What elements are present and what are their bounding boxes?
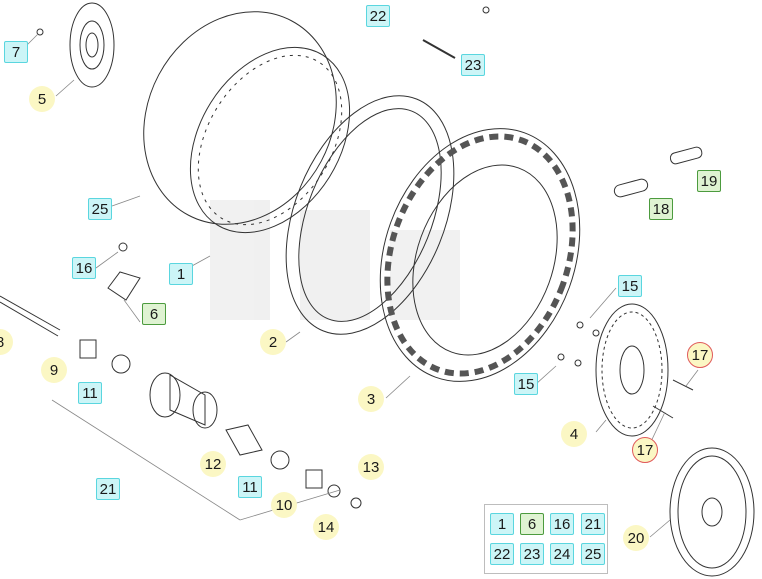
part-callout-2[interactable]: 2 [260,329,286,355]
kit-callout-22[interactable]: 22 [490,543,514,565]
nipple [482,6,490,14]
part-callout-17[interactable]: 17 [632,437,658,463]
part-callout-9[interactable]: 9 [41,357,67,383]
spoke [422,39,456,59]
bearing [270,450,290,470]
kit-callout-24[interactable]: 24 [550,543,574,565]
part-callout-7[interactable]: 7 [4,41,28,63]
part-callout-15[interactable]: 15 [618,275,642,297]
watermark [210,200,460,320]
bearing [111,354,131,374]
chain-link [613,146,703,198]
spacer [305,469,323,489]
part-callout-12[interactable]: 12 [200,451,226,477]
complete-wheel [669,447,755,577]
nut [350,497,362,509]
part-callout-15[interactable]: 15 [514,373,538,395]
part-callout-20[interactable]: 20 [623,525,649,551]
kit-box [484,504,608,574]
bolts [557,321,694,419]
tire [379,128,581,382]
part-callout-17[interactable]: 17 [687,342,713,368]
part-callout-3[interactable]: 3 [358,386,384,412]
part-callout-19[interactable]: 19 [697,170,721,192]
part-callout-16[interactable]: 16 [72,257,96,279]
rim-tape [143,11,337,225]
part-callout-5[interactable]: 5 [29,86,55,112]
brake-disc [69,2,115,88]
kit-callout-6[interactable]: 6 [520,513,544,535]
part-callout-11[interactable]: 11 [78,382,102,404]
kit-callout-25[interactable]: 25 [581,543,605,565]
rear-sprocket [595,303,669,437]
part-callout-22[interactable]: 22 [366,5,390,27]
part-callout-14[interactable]: 14 [313,514,339,540]
part-callout-18[interactable]: 18 [649,198,673,220]
hub [149,372,218,429]
part-callout-1[interactable]: 1 [169,263,193,285]
part-callout-13[interactable]: 13 [358,454,384,480]
part-callout-10[interactable]: 10 [271,492,297,518]
kit-callout-23[interactable]: 23 [520,543,544,565]
valve [107,242,141,301]
part-callout-11[interactable]: 11 [238,476,262,498]
axle [0,295,61,337]
inner-tube [285,95,455,335]
part-callout-25[interactable]: 25 [88,198,112,220]
part-callout-21[interactable]: 21 [96,478,120,500]
part-callout-4[interactable]: 4 [561,421,587,447]
seal [327,484,341,498]
part-callout-6[interactable]: 6 [142,303,166,325]
kit-callout-21[interactable]: 21 [581,513,605,535]
bolt-part [36,28,44,36]
kit-callout-16[interactable]: 16 [550,513,574,535]
kit-callout-1[interactable]: 1 [490,513,514,535]
part-callout-23[interactable]: 23 [461,54,485,76]
spacer [79,339,97,359]
part-callout-8[interactable]: 8 [0,329,13,355]
spacer-long [225,424,263,456]
rim [189,46,351,234]
